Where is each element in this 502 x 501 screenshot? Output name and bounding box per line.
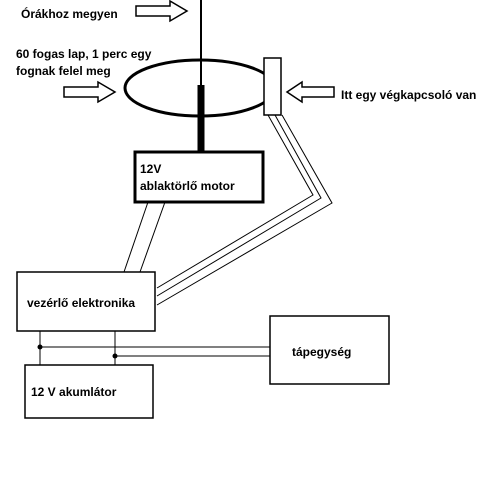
wire-motor-1 bbox=[123, 201, 149, 273]
limit-switch bbox=[263, 57, 282, 116]
motor-box bbox=[133, 150, 265, 204]
power-supply-box bbox=[269, 315, 390, 385]
junction-dot-left bbox=[37, 344, 43, 350]
label-gear-line2: fognak felel meg bbox=[16, 64, 111, 78]
label-battery: 12 V akumlátor bbox=[31, 385, 117, 399]
wire-switch-1 bbox=[156, 114, 314, 289]
junction-dot-right bbox=[112, 353, 118, 359]
battery-box bbox=[24, 364, 154, 419]
label-power-supply: tápegység bbox=[292, 345, 352, 359]
label-gear-line1: 60 fogas lap, 1 perc egy bbox=[16, 47, 152, 61]
wire-motor-2 bbox=[139, 201, 166, 273]
arrow-gear bbox=[63, 80, 117, 104]
wire-switch-3 bbox=[156, 114, 333, 306]
wire-switch-2 bbox=[156, 114, 322, 297]
label-controller: vezérlő elektronika bbox=[27, 296, 136, 310]
label-clock-feed: Órákhoz megyen bbox=[21, 7, 118, 21]
arrow-clock-feed bbox=[135, 0, 189, 23]
label-motor-line2: ablaktörlő motor bbox=[140, 179, 235, 193]
arrow-limit-switch bbox=[285, 80, 335, 104]
label-limit-switch: Itt egy végkapcsoló van bbox=[341, 88, 477, 102]
label-motor-line1: 12V bbox=[140, 162, 162, 176]
controller-box bbox=[16, 271, 156, 332]
